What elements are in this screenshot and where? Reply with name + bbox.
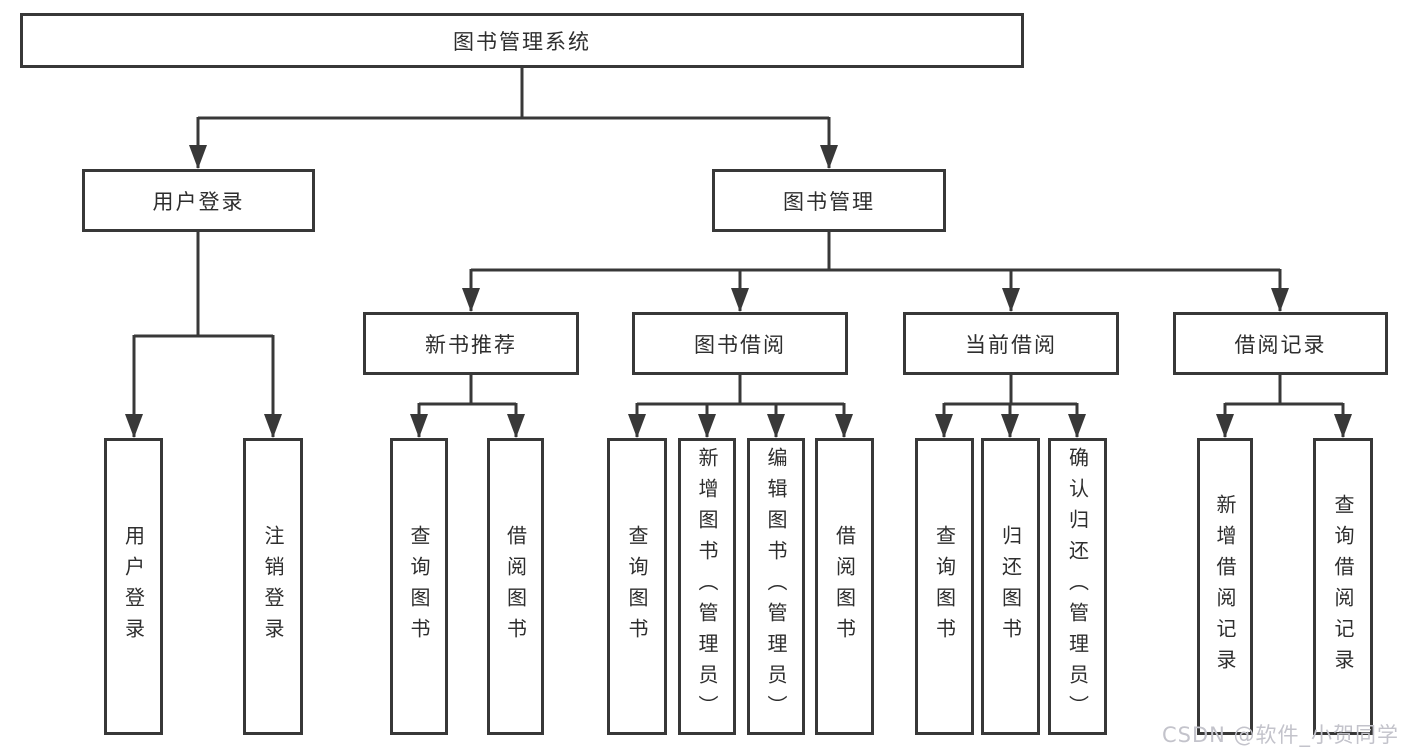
node-label: 当前借阅 [965,332,1057,357]
node-label: 用户登录 [152,189,245,214]
leaf-edit-book-admin: 编辑图书（管理员） [747,438,805,735]
node-book-management: 图书管理 [712,169,946,232]
leaf-add-borrow-record: 新增借阅记录 [1197,438,1253,735]
leaf-confirm-return-admin: 确认归还（管理员） [1048,438,1107,735]
node-current-borrowing: 当前借阅 [903,312,1119,375]
leaf-add-book-admin: 新增图书（管理员） [678,438,736,735]
leaf-query-borrow-record: 查询借阅记录 [1313,438,1373,735]
leaf-return-book: 归还图书 [981,438,1040,735]
node-label: 新书推荐 [425,332,517,357]
node-label: 图书管理系统 [453,29,591,54]
node-label: 查询图书 [932,524,957,649]
leaf-query-books-recommend: 查询图书 [390,438,448,735]
node-label: 确认归还（管理员） [1065,447,1090,726]
csdn-watermark: CSDN @软件_小贺同学 [1162,723,1400,747]
node-book-borrowing: 图书借阅 [632,312,848,375]
node-label: 图书管理 [783,189,875,214]
node-new-book-recommend: 新书推荐 [363,312,579,375]
node-label: 编辑图书（管理员） [764,447,788,726]
node-borrowing-records: 借阅记录 [1173,312,1388,375]
node-label: 查询图书 [625,524,649,649]
node-label: 注销登录 [261,524,285,649]
leaf-query-books-current: 查询图书 [915,438,974,735]
node-label: 查询借阅记录 [1331,493,1355,680]
leaf-user-login: 用户登录 [104,438,163,735]
node-label: 借阅图书 [503,524,528,649]
node-label: 新增图书（管理员） [695,447,719,726]
node-label: 新增借阅记录 [1213,493,1237,680]
leaf-borrow-books: 借阅图书 [815,438,874,735]
node-label: 借阅记录 [1234,332,1327,357]
node-label: 图书借阅 [694,332,786,357]
node-library-management-system: 图书管理系统 [20,13,1024,68]
node-label: 归还图书 [998,524,1023,649]
leaf-logout: 注销登录 [243,438,303,735]
node-label: 借阅图书 [832,524,857,649]
leaf-query-books-borrowing: 查询图书 [607,438,667,735]
node-label: 用户登录 [121,524,146,649]
leaf-borrow-books-recommend: 借阅图书 [487,438,544,735]
node-user-login: 用户登录 [82,169,315,232]
node-label: 查询图书 [407,524,431,649]
